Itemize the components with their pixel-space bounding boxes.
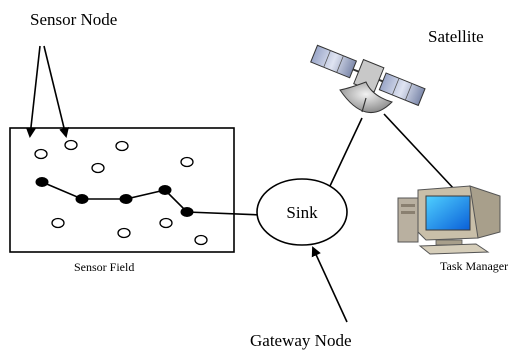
sensor-node	[194, 234, 208, 246]
routing-path	[41, 181, 263, 216]
active-sensor-node	[75, 194, 89, 204]
sensor-node	[115, 140, 129, 152]
sensor-node	[180, 156, 194, 168]
task-manager-label: Task Manager	[440, 259, 508, 273]
sensor-node	[159, 217, 173, 229]
sensor-node	[34, 148, 48, 160]
gateway-node-label: Gateway Node	[250, 331, 352, 350]
sensor-node-arrow-1	[25, 45, 41, 138]
gateway-node-arrow	[311, 246, 348, 323]
sink-label: Sink	[286, 203, 318, 222]
satellite-taskmanager-link	[383, 113, 456, 191]
sensor-field-label: Sensor Field	[74, 260, 134, 274]
active-sensor-node	[119, 194, 133, 204]
sink-node	[256, 178, 348, 246]
desktop-computer-icon	[397, 185, 501, 255]
sensor-node	[117, 227, 131, 239]
active-sensor-node	[35, 177, 49, 187]
satellite-label: Satellite	[428, 27, 484, 46]
idle-sensor-nodes	[34, 139, 208, 246]
sensor-node	[51, 217, 65, 229]
active-sensor-node	[180, 207, 194, 217]
satellite-icon	[310, 44, 426, 113]
sensor-node	[64, 139, 78, 151]
active-sensor-nodes	[35, 177, 194, 217]
sensor-field-box	[9, 127, 235, 253]
sensor-node-arrow-2	[43, 45, 69, 138]
sink-satellite-link	[329, 117, 363, 187]
active-sensor-node	[158, 185, 172, 195]
sensor-node-label: Sensor Node	[30, 10, 117, 29]
sensor-node	[91, 162, 105, 174]
